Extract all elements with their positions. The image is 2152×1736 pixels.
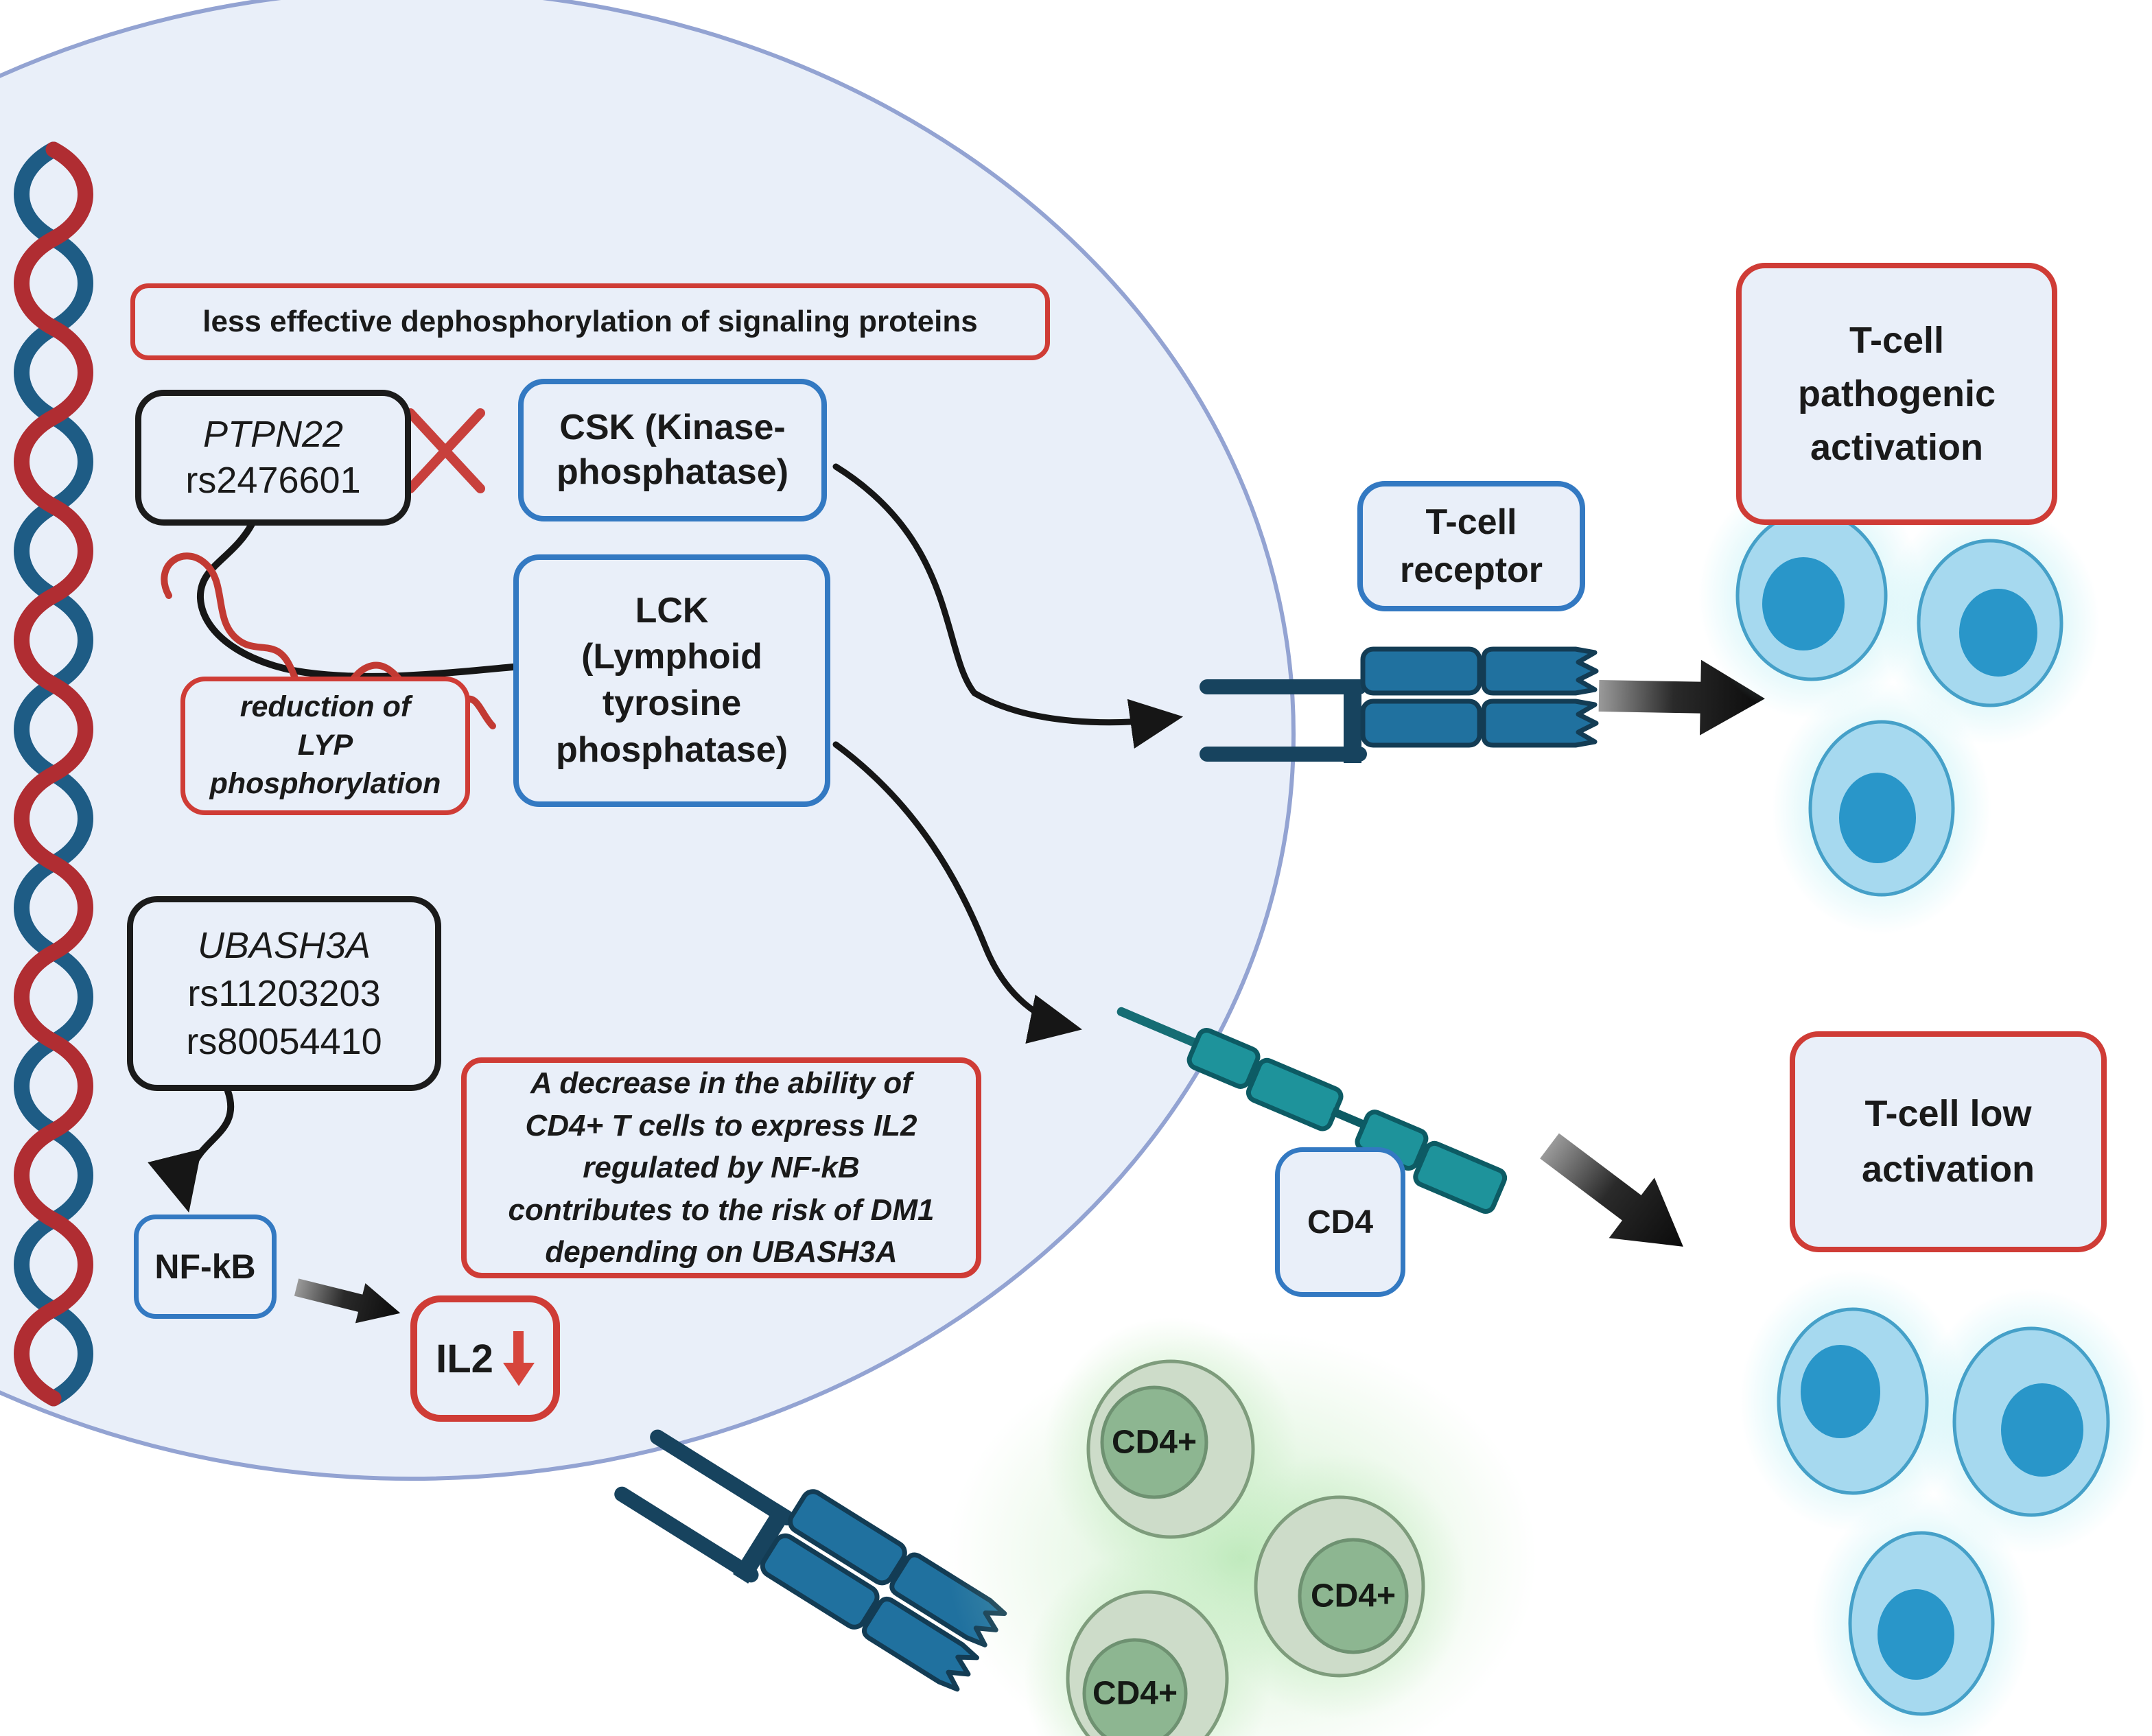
arrow-tcr-activation — [1598, 659, 1765, 736]
ptpn22-gene: PTPN22 — [202, 413, 344, 455]
ubash3a-box: UBASH3A rs11203203 rs80054410 — [127, 896, 441, 1091]
cd4-cell-label-1: CD4+ — [1111, 1424, 1197, 1461]
low-activation-text: T-cell low activation — [1861, 1093, 2035, 1190]
nfkb-text: NF-kB — [154, 1247, 256, 1286]
tcell-low-cells — [1740, 1269, 2147, 1736]
csk-box: CSK (Kinase- phosphatase) — [518, 379, 827, 521]
x-icon — [406, 408, 485, 493]
pathogenic-activation-text: T-cell pathogenic activation — [1797, 319, 1996, 469]
ubash3a-variant-1: rs11203203 — [187, 972, 381, 1014]
dna-helix-icon — [14, 141, 93, 1407]
il2-text: IL2 — [436, 1336, 493, 1381]
lyp-reduction-note: reduction of LYP phosphorylation — [180, 677, 470, 815]
tcell-pathogenic-cells — [1698, 472, 2100, 935]
il2-decrease-note: A decrease in the ability of CD4+ T cell… — [461, 1057, 981, 1278]
tcr-label-text: T-cell receptor — [1399, 502, 1543, 590]
lyp-reduction-text: reduction of LYP phosphorylation — [209, 690, 441, 800]
arrow-ubash3a-nfkb — [148, 1088, 235, 1213]
cd4-cell-label-2: CD4+ — [1310, 1577, 1396, 1615]
arrow-cd4-activation — [1540, 1133, 1683, 1247]
il2-decrease-arrow-icon — [502, 1331, 535, 1386]
cd4-label-box: CD4 — [1275, 1147, 1405, 1297]
lck-text: LCK (Lymphoid tyrosine phosphatase) — [555, 590, 788, 770]
ptpn22-box: PTPN22 rs2476601 — [135, 390, 411, 526]
csk-text: CSK (Kinase- phosphatase) — [556, 408, 789, 492]
nfkb-box: NF-kB — [134, 1215, 277, 1319]
cd4-label-text: CD4 — [1307, 1204, 1374, 1241]
ptpn22-variant: rs2476601 — [185, 460, 361, 501]
signal-arrow-csk — [832, 463, 1184, 749]
il2-box: IL2 — [410, 1295, 560, 1422]
arrow-nfkb-il2 — [294, 1278, 401, 1324]
low-activation-box: T-cell low activation — [1790, 1031, 2107, 1252]
il2-decrease-text: A decrease in the ability of CD4+ T cell… — [508, 1066, 935, 1269]
tcr-label-box: T-cell receptor — [1357, 481, 1585, 611]
ubash3a-gene: UBASH3A — [197, 924, 371, 966]
banner-text: less effective dephosphorylation of sign… — [202, 305, 978, 338]
ubash3a-variant-2: rs80054410 — [186, 1021, 382, 1063]
signal-arrow-lck — [832, 741, 1082, 1044]
lck-box: LCK (Lymphoid tyrosine phosphatase) — [513, 554, 830, 807]
pathogenic-activation-box: T-cell pathogenic activation — [1736, 263, 2057, 525]
banner-dephosphorylation: less effective dephosphorylation of sign… — [130, 283, 1050, 360]
cd4-cell-label-3: CD4+ — [1092, 1675, 1178, 1712]
cd4-cells — [947, 1317, 1537, 1736]
